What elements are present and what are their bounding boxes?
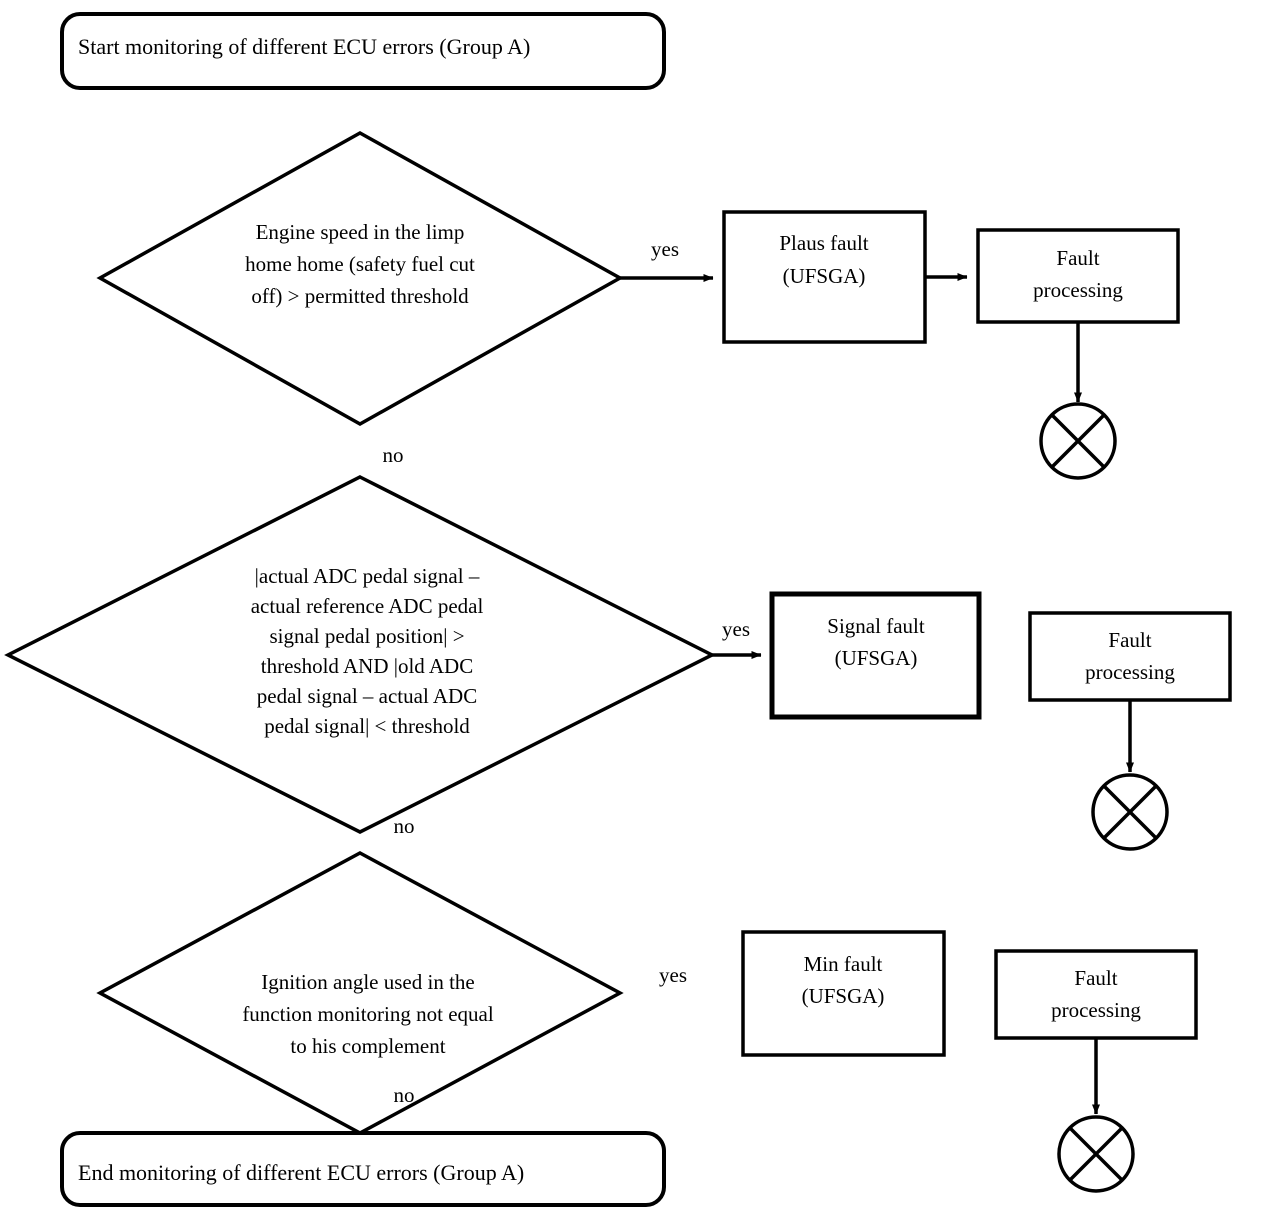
- fault-processing-1-shape: [976, 228, 1180, 324]
- decision-3-line-2: function monitoring not equal: [242, 1002, 494, 1026]
- node-fault-processing-3[interactable]: Fault processing: [994, 949, 1198, 1040]
- decision-3-line-1: Ignition angle used in the: [261, 970, 474, 994]
- node-end-terminator[interactable]: End monitoring of different ECU errors (…: [60, 1131, 666, 1207]
- node-connector-1[interactable]: [1039, 402, 1117, 480]
- node-connector-3[interactable]: [1057, 1115, 1135, 1193]
- node-fault-processing-1[interactable]: Fault processing: [976, 228, 1180, 324]
- signal-fault-line-1: Signal fault: [827, 614, 925, 638]
- connector-3-cross-b: [1068, 1126, 1124, 1182]
- decision-1-shape: [96, 130, 624, 427]
- decision-1-line-1: Engine speed in the limp: [256, 220, 465, 244]
- connector-1-cross-b: [1050, 413, 1106, 469]
- decision-1-line-2: home home (safety fuel cut: [245, 252, 475, 276]
- node-signal-fault[interactable]: Signal fault (UFSGA): [769, 591, 982, 720]
- fault-processing-3-shape: [994, 949, 1198, 1040]
- fault-processing-2-line-1: Fault: [1108, 628, 1151, 652]
- min-fault-line-2: (UFSGA): [802, 984, 885, 1008]
- fault-processing-2-line-2: processing: [1085, 660, 1175, 684]
- start-terminator-label: Start monitoring of different ECU errors…: [78, 34, 530, 59]
- fault-processing-1-line-2: processing: [1033, 278, 1123, 302]
- min-fault-line-1: Min fault: [804, 952, 883, 976]
- node-min-fault[interactable]: Min fault (UFSGA): [741, 930, 946, 1057]
- plaus-fault-line-1: Plaus fault: [779, 231, 868, 255]
- decision-1-line-3: off) > permitted threshold: [251, 284, 469, 308]
- node-connector-2[interactable]: [1091, 773, 1169, 851]
- decision-2-line-4: threshold AND |old ADC: [261, 654, 473, 678]
- decision-2-line-3: signal pedal position| >: [269, 624, 464, 648]
- fault-processing-2-shape: [1028, 611, 1232, 702]
- fault-processing-3-line-2: processing: [1051, 998, 1141, 1022]
- fault-processing-3-line-1: Fault: [1074, 966, 1117, 990]
- plaus-fault-line-2: (UFSGA): [783, 264, 866, 288]
- node-decision-3[interactable]: Ignition angle used in the function moni…: [96, 851, 624, 1135]
- fault-processing-1-line-1: Fault: [1056, 246, 1099, 270]
- min-fault-shape: [741, 930, 946, 1057]
- node-decision-2[interactable]: |actual ADC pedal signal – actual refere…: [4, 475, 716, 834]
- edge-label-yes-2: yes: [722, 617, 750, 641]
- plaus-fault-shape: [722, 210, 927, 344]
- decision-3-line-3: to his complement: [290, 1034, 445, 1058]
- end-terminator-shape: [60, 1131, 666, 1207]
- node-fault-processing-2[interactable]: Fault processing: [1028, 611, 1232, 702]
- node-decision-1[interactable]: Engine speed in the limp home home (safe…: [96, 130, 624, 427]
- start-terminator-shape: [60, 12, 666, 90]
- edge-label-yes-3: yes: [659, 963, 687, 987]
- signal-fault-shape: [769, 591, 982, 720]
- node-start-terminator[interactable]: Start monitoring of different ECU errors…: [60, 12, 666, 90]
- decision-2-line-5: pedal signal – actual ADC: [257, 684, 477, 708]
- edge-label-yes-1: yes: [651, 237, 679, 261]
- decision-2-line-2: actual reference ADC pedal: [251, 594, 484, 618]
- connector-2-cross-b: [1102, 784, 1158, 840]
- decision-2-line-1: |actual ADC pedal signal –: [255, 564, 480, 588]
- signal-fault-line-2: (UFSGA): [835, 646, 918, 670]
- decision-2-shape: [4, 475, 716, 834]
- edge-label-no-1: no: [383, 443, 404, 467]
- node-plaus-fault[interactable]: Plaus fault (UFSGA): [722, 210, 927, 344]
- edge-label-no-2: no: [394, 814, 415, 838]
- decision-2-line-6: pedal signal| < threshold: [264, 714, 470, 738]
- end-terminator-label: End monitoring of different ECU errors (…: [78, 1160, 524, 1185]
- edge-label-no-3: no: [394, 1083, 415, 1107]
